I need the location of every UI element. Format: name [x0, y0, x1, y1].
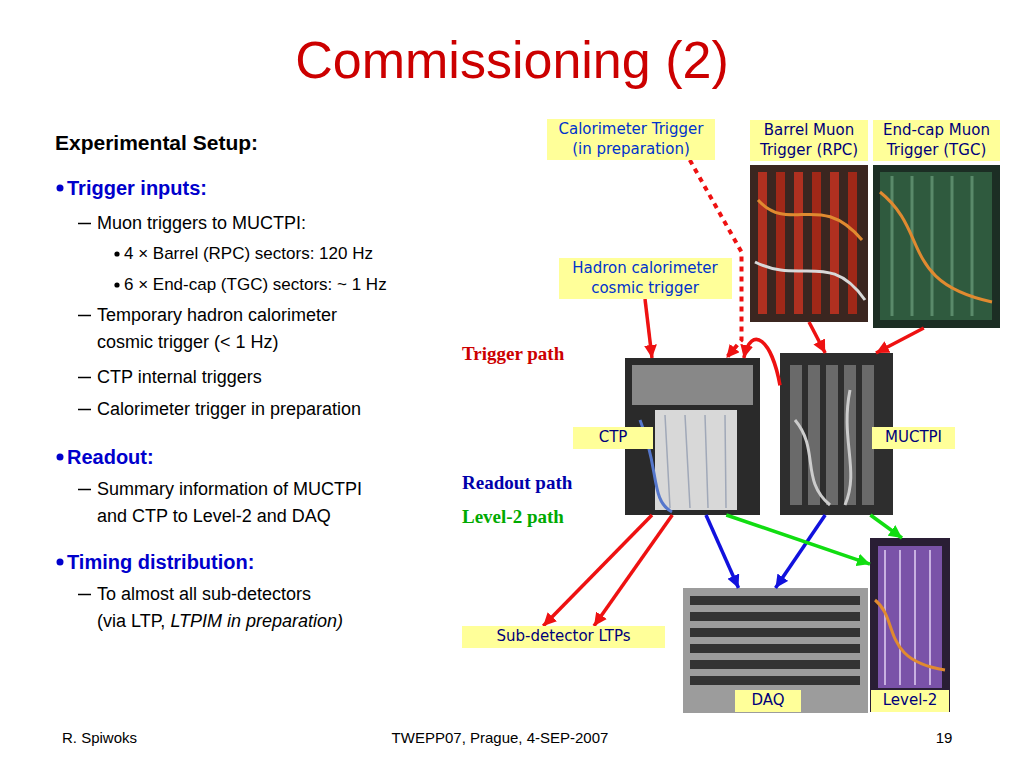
- muctpi-rack: MUCTPI: [780, 353, 893, 515]
- server: [690, 628, 860, 637]
- rack-module: [790, 365, 802, 505]
- rack-slot: [891, 176, 894, 316]
- dash: [78, 489, 91, 491]
- rack-module: [758, 172, 767, 314]
- barrel-trigger-rack: Barrel Muon Trigger (RPC): [750, 165, 868, 322]
- bullet: [57, 454, 64, 461]
- endcap-trigger-rack: End-cap Muon Trigger (TGC): [873, 165, 1000, 328]
- node-label: End-cap Muon Trigger (TGC): [873, 120, 1000, 161]
- rack-module: [632, 365, 753, 405]
- trigger-source-label: Calorimeter Trigger (in preparation): [547, 119, 715, 160]
- bullet-text: Muon triggers to MUCTPI:: [97, 210, 306, 237]
- cable: [665, 415, 726, 508]
- path-legend: Trigger path: [462, 342, 564, 366]
- bullet-text: Summary information of MUCTPI and CTP to…: [97, 476, 377, 530]
- node-label: MUCTPI: [872, 427, 955, 449]
- path-legend: Level-2 path: [462, 505, 564, 529]
- bullet: [114, 282, 119, 287]
- path-arrow: [594, 515, 672, 626]
- node-label: Calorimeter Trigger (in preparation): [547, 119, 715, 160]
- cable: [755, 262, 865, 300]
- rack-slot: [951, 176, 954, 316]
- barrel-photo: [750, 165, 868, 322]
- dash: [78, 377, 91, 379]
- cable: [795, 390, 851, 505]
- rack-slot: [931, 176, 934, 316]
- path-arrow: [543, 515, 652, 626]
- path-arrow: [726, 515, 870, 564]
- node-label: Barrel Muon Trigger (RPC): [750, 120, 868, 161]
- rack-module: [776, 172, 785, 314]
- sub-bullet-text: 6 × End-cap (TGC) sectors: ~ 1 Hz: [124, 274, 387, 296]
- trigger-source-label: Hadron calorimeter cosmic trigger: [559, 258, 732, 299]
- node-label: CTP: [573, 427, 653, 449]
- server: [690, 676, 860, 685]
- path-arrow: [876, 328, 924, 353]
- bullet-text: Calorimeter trigger in preparation: [97, 396, 361, 423]
- level2-photo: [870, 538, 950, 712]
- node-label: Level-2: [871, 690, 949, 712]
- bullet-heading: Trigger inputs:: [67, 176, 207, 200]
- dash: [78, 409, 91, 411]
- sub-bullet-text: 4 × Barrel (RPC) sectors: 120 Hz: [124, 243, 373, 265]
- rack-module: [826, 365, 838, 505]
- rack-module: [794, 172, 803, 314]
- bullet: [57, 559, 64, 566]
- daq-rack: DAQ: [683, 588, 868, 713]
- page-number: 19: [936, 729, 953, 747]
- footer-author: R. Spiwoks: [62, 729, 137, 747]
- rack-board: [880, 172, 992, 320]
- ctp-rack: CTP: [625, 358, 760, 515]
- ltp-label: Sub-detector LTPs: [462, 626, 665, 648]
- rack-slot: [911, 176, 914, 316]
- bullet-text: Temporary hadron calorimeter cosmic trig…: [97, 302, 367, 356]
- bullet-text: CTP internal triggers: [97, 364, 262, 391]
- bullet-text-italic: LTPIM in preparation): [170, 608, 343, 635]
- dash: [78, 594, 91, 596]
- slide-title: Commissioning (2): [0, 29, 1024, 91]
- cable: [875, 600, 945, 670]
- server: [690, 644, 860, 653]
- cable: [758, 200, 862, 240]
- path-legend: Readout path: [462, 471, 572, 495]
- dash: [78, 315, 91, 317]
- path-arrow: [645, 299, 652, 358]
- section-heading: Experimental Setup:: [55, 130, 258, 156]
- node-label: DAQ: [735, 690, 801, 712]
- server: [690, 612, 860, 621]
- path-arrow: [776, 515, 826, 588]
- node-label: Sub-detector LTPs: [462, 626, 665, 648]
- bullet: [114, 251, 119, 256]
- server: [690, 660, 860, 669]
- cable-bundle: [655, 410, 737, 510]
- footer-event: TWEPP07, Prague, 4-SEP-2007: [392, 729, 609, 747]
- cable: [880, 192, 992, 302]
- bullet-heading: Readout:: [67, 445, 154, 469]
- rack-module: [812, 172, 821, 314]
- rack-module: [848, 172, 857, 314]
- bullet-heading: Timing distribution:: [67, 550, 254, 574]
- daq-photo: [683, 588, 868, 713]
- dash: [78, 223, 91, 225]
- path-arrow: [870, 515, 902, 538]
- path-arrow: [809, 322, 825, 353]
- bullet: [57, 185, 64, 192]
- rack-module: [830, 172, 839, 314]
- node-label: Hadron calorimeter cosmic trigger: [559, 258, 732, 299]
- server: [690, 596, 860, 605]
- path-arrow: [744, 339, 780, 385]
- path-arrow: [706, 515, 739, 588]
- level2-rack: Level-2: [870, 538, 950, 712]
- endcap-photo: [873, 165, 1000, 328]
